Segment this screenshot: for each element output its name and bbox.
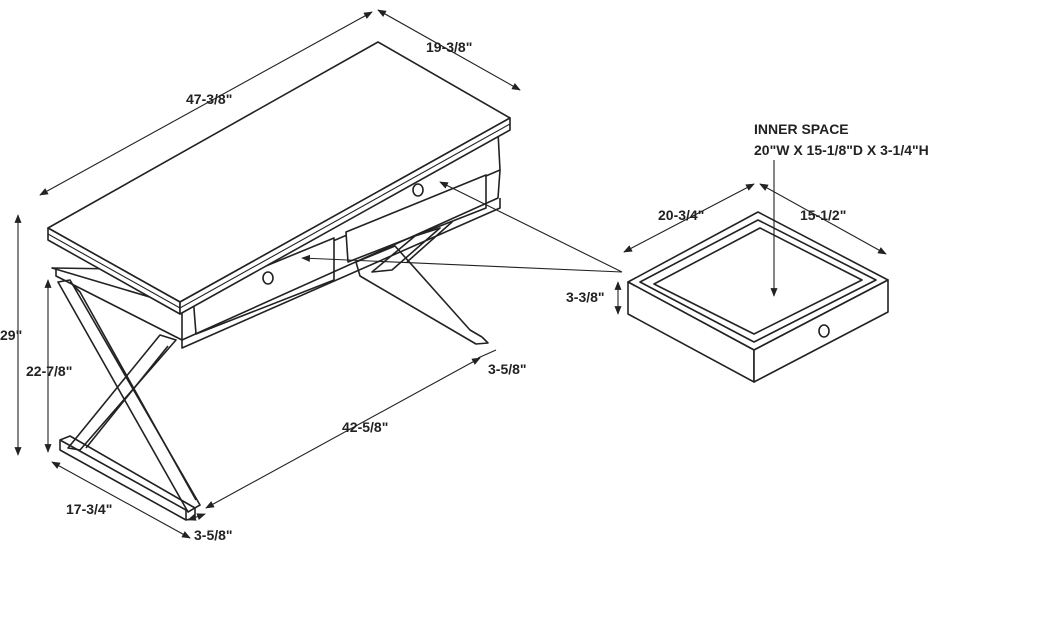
knob-icon <box>262 183 424 285</box>
label-leg-span: 42-5/8" <box>342 419 388 435</box>
desk-drawing <box>47 41 511 521</box>
pointer-arrows <box>301 181 623 273</box>
label-leg-inset-right: 3-5/8" <box>488 361 527 377</box>
desk-dimension-lines <box>14 9 521 539</box>
label-drawer-depth: 15-1/2" <box>800 207 846 223</box>
label-leg-height: 22-7/8" <box>26 363 72 379</box>
drawer-right-front <box>345 174 487 263</box>
label-total-height: 29" <box>0 327 22 343</box>
label-drawer-height: 3-3/8" <box>566 289 605 305</box>
drawer-knob-icon <box>818 324 830 338</box>
drawer-detail <box>627 160 889 383</box>
label-leg-inset-front: 3-5/8" <box>194 527 233 543</box>
drawer-left-front <box>192 237 335 335</box>
label-inner-title: INNER SPACE <box>754 121 849 137</box>
label-top-width: 47-3/8" <box>186 91 232 107</box>
label-drawer-width: 20-3/4" <box>658 207 704 223</box>
label-base-depth: 17-3/4" <box>66 501 112 517</box>
label-inner-dims: 20"W X 15-1/8"D X 3-1/4"H <box>754 142 929 158</box>
label-top-depth: 19-3/8" <box>426 39 472 55</box>
drawer-dimension-lines <box>614 183 887 315</box>
front-x-leg <box>57 279 201 521</box>
